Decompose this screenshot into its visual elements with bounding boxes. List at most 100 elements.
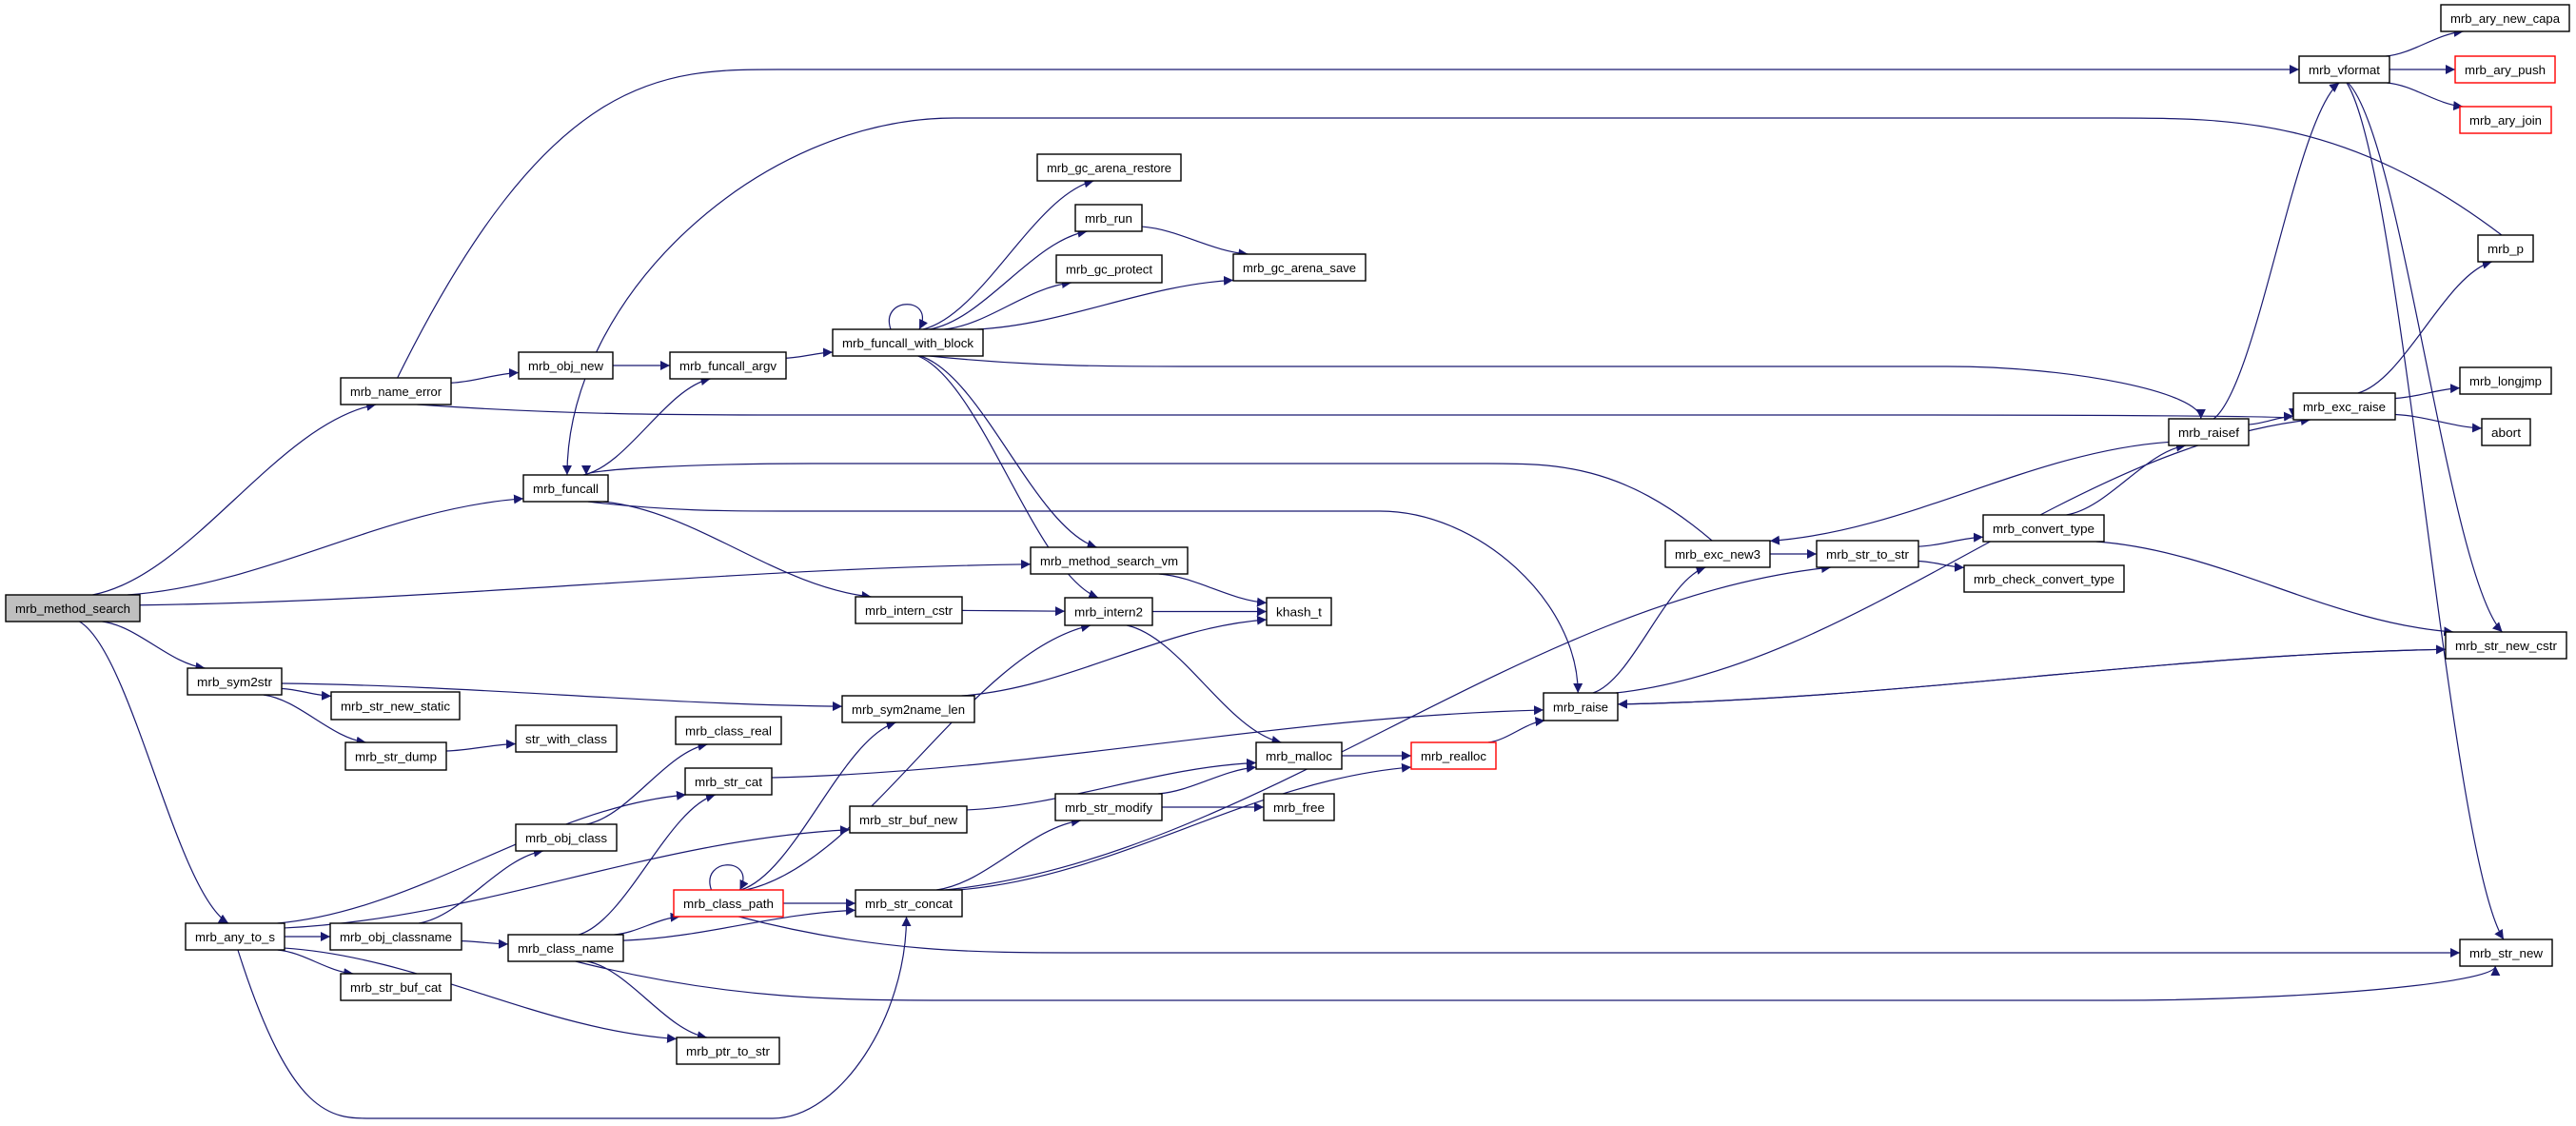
node-mrb-exc-new3[interactable]: mrb_exc_new3	[1664, 540, 1771, 568]
node-box	[522, 474, 609, 503]
node-box	[849, 805, 968, 834]
edge-mrb-method-search-to-mrb-any-to-s	[79, 621, 229, 924]
node-label: mrb_class_real	[685, 724, 772, 739]
node-label: mrb_check_convert_type	[1974, 572, 2114, 586]
edge-mrb-intern2-to-mrb-malloc	[1127, 624, 1282, 745]
node-box	[841, 695, 975, 723]
node-label: mrb_funcall_with_block	[842, 336, 974, 350]
edge-mrb-vformat-to-mrb-str-new	[2346, 82, 2505, 940]
edge-mrb-str-to-str-to-mrb-check-convert-type	[1917, 560, 1965, 572]
node-mrb-raise[interactable]: mrb_raise	[1543, 692, 1619, 721]
node-mrb-class-real[interactable]: mrb_class_real	[675, 716, 782, 745]
node-label: mrb_str_new	[2469, 946, 2544, 960]
node-box	[344, 741, 447, 771]
node-label: mrb_funcall_argv	[679, 359, 777, 373]
node-mrb-str-to-str[interactable]: mrb_str_to_str	[1816, 540, 1919, 568]
node-mrb-str-buf-cat[interactable]: mrb_str_buf_cat	[340, 973, 452, 1001]
node-mrb-raisef[interactable]: mrb_raisef	[2168, 418, 2250, 446]
node-box	[187, 667, 283, 696]
node-mrb-funcall-argv[interactable]: mrb_funcall_argv	[669, 351, 787, 380]
node-mrb-ary-join[interactable]: mrb_ary_join	[2459, 106, 2552, 134]
node-mrb-str-new-static[interactable]: mrb_str_new_static	[330, 691, 461, 721]
node-label: mrb_ptr_to_str	[686, 1044, 771, 1058]
node-mrb-gc-arena-save[interactable]: mrb_gc_arena_save	[1232, 253, 1367, 282]
node-mrb-str-cat[interactable]: mrb_str_cat	[684, 767, 773, 796]
node-mrb-intern-cstr[interactable]: mrb_intern_cstr	[855, 596, 963, 624]
node-mrb-ptr-to-str[interactable]: mrb_ptr_to_str	[676, 1037, 780, 1065]
node-label: str_with_class	[525, 732, 608, 746]
node-mrb-str-new-cstr[interactable]: mrb_str_new_cstr	[2445, 631, 2567, 660]
node-mrb-gc-arena-restore[interactable]: mrb_gc_arena_restore	[1036, 153, 1182, 182]
node-box	[1055, 254, 1163, 284]
node-mrb-p[interactable]: mrb_p	[2477, 234, 2534, 263]
node-box	[2459, 106, 2552, 134]
node-label: mrb_run	[1085, 211, 1132, 226]
node-box	[2292, 392, 2396, 421]
node-mrb-realloc[interactable]: mrb_realloc	[1410, 741, 1497, 770]
node-mrb-intern2[interactable]: mrb_intern2	[1064, 597, 1153, 626]
node-mrb-str-modify[interactable]: mrb_str_modify	[1054, 793, 1163, 821]
node-mrb-str-new[interactable]: mrb_str_new	[2459, 938, 2553, 967]
node-label: mrb_raisef	[2178, 425, 2239, 440]
node-box	[329, 922, 462, 951]
node-mrb-class-name[interactable]: mrb_class_name	[507, 934, 624, 962]
node-box	[340, 973, 452, 1001]
node-mrb-str-dump[interactable]: mrb_str_dump	[344, 741, 447, 771]
edge-mrb-sym2name-len-to-khash-t	[961, 615, 1268, 697]
node-label: mrb_str_new_cstr	[2455, 639, 2558, 653]
edge-mrb-class-path-to-mrb-sym2name-len	[740, 721, 896, 891]
node-box	[669, 351, 787, 380]
node-mrb-obj-class[interactable]: mrb_obj_class	[515, 823, 618, 852]
node-label: mrb_obj_new	[528, 359, 604, 373]
node-mrb-obj-new[interactable]: mrb_obj_new	[518, 351, 614, 380]
node-mrb-str-concat[interactable]: mrb_str_concat	[855, 889, 963, 918]
node-box	[1064, 597, 1153, 626]
edge-mrb-any-to-s-to-mrb-ptr-to-str	[284, 947, 678, 1043]
node-mrb-longjmp[interactable]: mrb_longjmp	[2459, 366, 2552, 395]
node-box	[2440, 4, 2570, 32]
edge-mrb-p-to-mrb-funcall	[561, 117, 2503, 476]
node-mrb-funcall-with-block[interactable]: mrb_funcall_with_block	[832, 328, 984, 357]
node-mrb-sym2str[interactable]: mrb_sym2str	[187, 667, 283, 696]
node-mrb-name-error[interactable]: mrb_name_error	[340, 377, 452, 405]
node-label: mrb_method_search_vm	[1040, 554, 1178, 568]
node-mrb-run[interactable]: mrb_run	[1074, 204, 1143, 232]
node-mrb-vformat[interactable]: mrb_vformat	[2298, 55, 2390, 84]
node-mrb-str-buf-new[interactable]: mrb_str_buf_new	[849, 805, 968, 834]
node-label: mrb_funcall	[533, 482, 599, 496]
node-label: mrb_obj_classname	[340, 930, 452, 944]
node-mrb-check-convert-type[interactable]: mrb_check_convert_type	[1963, 564, 2125, 593]
node-mrb-gc-protect[interactable]: mrb_gc_protect	[1055, 254, 1163, 284]
node-mrb-free[interactable]: mrb_free	[1263, 793, 1335, 821]
edge-mrb-method-search-to-mrb-sym2str	[102, 621, 206, 672]
node-mrb-malloc[interactable]: mrb_malloc	[1255, 741, 1343, 770]
node-mrb-funcall[interactable]: mrb_funcall	[522, 474, 609, 503]
node-box	[2445, 631, 2567, 660]
node-mrb-ary-push[interactable]: mrb_ary_push	[2454, 55, 2556, 84]
node-str-with-class[interactable]: str_with_class	[515, 724, 618, 753]
edge-mrb-obj-classname-to-mrb-obj-class	[418, 847, 544, 924]
node-mrb-class-path[interactable]: mrb_class_path	[673, 889, 784, 918]
node-box	[676, 1037, 780, 1065]
edge-mrb-sym2str-to-mrb-str-new-static	[281, 687, 332, 701]
edge-mrb-intern-cstr-to-mrb-intern2	[961, 606, 1066, 617]
node-mrb-convert-type[interactable]: mrb_convert_type	[1982, 514, 2105, 543]
node-label: mrb_sym2name_len	[852, 702, 965, 717]
edge-mrb-str-modify-to-mrb-malloc	[1157, 762, 1257, 795]
node-mrb-ary-new-capa[interactable]: mrb_ary_new_capa	[2440, 4, 2570, 32]
node-mrb-method-search-vm[interactable]: mrb_method_search_vm	[1030, 546, 1189, 575]
node-mrb-method-search[interactable]: mrb_method_search	[5, 594, 141, 622]
edge-mrb-any-to-s-to-mrb-str-buf-new	[284, 825, 851, 929]
edge-mrb-sym2str-to-mrb-str-dump	[263, 694, 366, 746]
edge-mrb-exc-raise-to-mrb-longjmp	[2394, 384, 2461, 400]
node-mrb-sym2name-len[interactable]: mrb_sym2name_len	[841, 695, 975, 723]
node-khash-t[interactable]: khash_t	[1266, 597, 1332, 626]
node-mrb-obj-classname[interactable]: mrb_obj_classname	[329, 922, 462, 951]
node-abort[interactable]: abort	[2481, 418, 2531, 446]
node-box	[1036, 153, 1182, 182]
edge-mrb-vformat-to-mrb-str-new-cstr	[2348, 82, 2503, 633]
node-mrb-any-to-s[interactable]: mrb_any_to_s	[185, 922, 285, 951]
node-box	[1816, 540, 1919, 568]
node-mrb-exc-raise[interactable]: mrb_exc_raise	[2292, 392, 2396, 421]
